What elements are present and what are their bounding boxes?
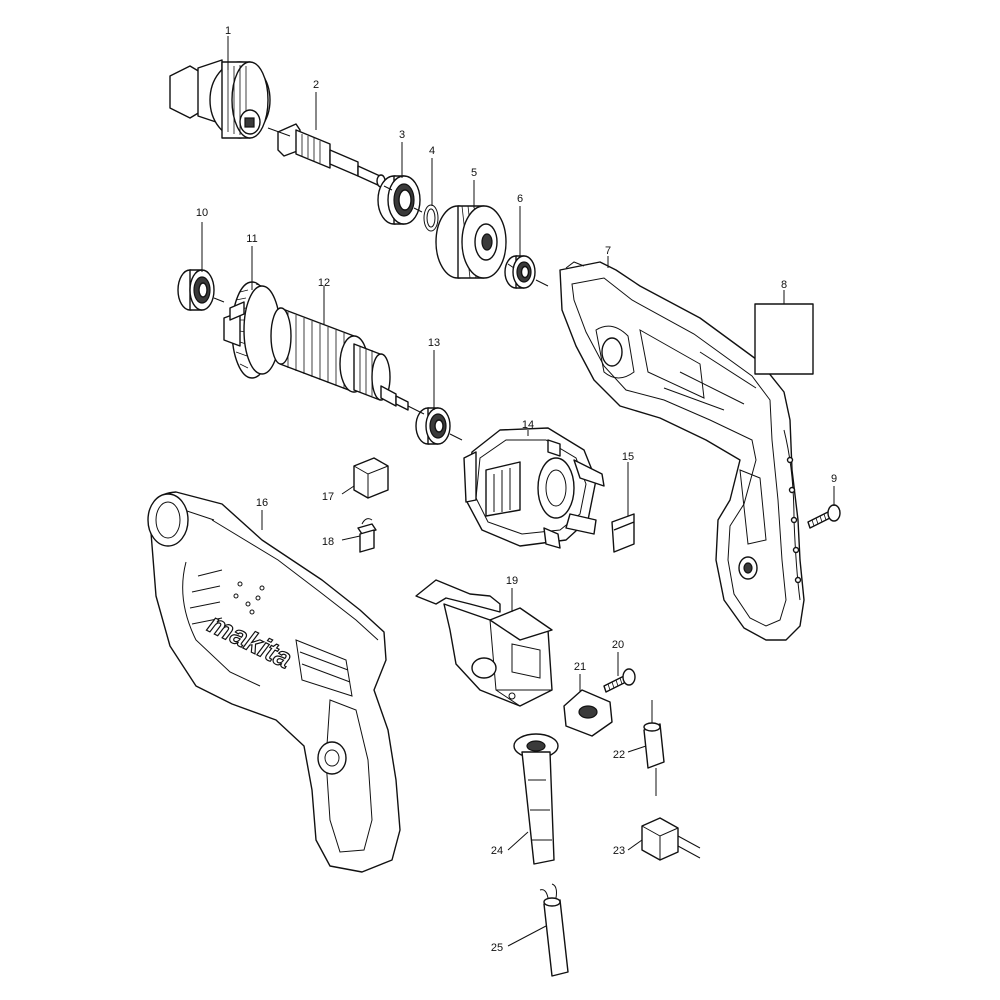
part-5-helical-gear (435, 205, 507, 279)
part-25-power-cord (539, 883, 569, 977)
part-16-housing-makita: makita (147, 491, 401, 873)
callout-13: 13 (428, 337, 440, 349)
callout-25: 25 (491, 942, 503, 954)
callout-20: 20 (612, 639, 624, 651)
callout-18: 18 (322, 536, 334, 548)
assembly-axis-motor (213, 297, 463, 441)
callout-4: 4 (429, 145, 435, 157)
part-14-field-stator (463, 427, 605, 549)
callout-7: 7 (605, 245, 611, 257)
callout-3: 3 (399, 129, 405, 141)
part-18-carbon-brush (357, 518, 377, 553)
callout-14: 14 (522, 419, 534, 431)
leader-lines (201, 36, 835, 947)
part-2-spindle (277, 123, 386, 188)
part-11-fan (223, 281, 281, 379)
callout-19: 19 (506, 575, 518, 587)
callout-21: 21 (574, 661, 586, 673)
callout-24: 24 (491, 845, 503, 857)
assembly-axis-upper (267, 127, 549, 287)
part-7-housing-half (559, 261, 805, 641)
callout-16: 16 (256, 497, 268, 509)
callout-12: 12 (318, 277, 330, 289)
callout-15: 15 (622, 451, 634, 463)
part-12-armature (270, 307, 409, 411)
callout-22: 22 (613, 749, 625, 761)
part-22-noise-suppressor (643, 700, 665, 796)
part-19-switch (415, 579, 553, 707)
part-10-ball-bearing (177, 269, 215, 311)
part-24-cord-guard (513, 733, 559, 865)
callout-labels: 1 2 3 4 5 6 7 8 9 10 11 12 13 14 15 16 1… (196, 25, 837, 954)
part-4-retaining-ring (423, 204, 439, 232)
callout-17: 17 (322, 491, 334, 503)
callout-1: 1 (225, 25, 231, 37)
part-9-screw (807, 504, 841, 529)
part-21-strain-relief (563, 689, 613, 737)
callout-9: 9 (831, 473, 837, 485)
callout-6: 6 (517, 193, 523, 205)
part-1-drill-chuck (169, 59, 271, 139)
part-17-brush-holder (353, 457, 389, 499)
part-8-nameplate (754, 303, 814, 375)
part-23-capacitor (641, 817, 701, 861)
callout-2: 2 (313, 79, 319, 91)
part-13-ball-bearing (415, 407, 451, 445)
part-3-ball-bearing (377, 175, 421, 225)
part-20-screw (603, 668, 636, 693)
callout-10: 10 (196, 207, 208, 219)
callout-5: 5 (471, 167, 477, 179)
callout-8: 8 (781, 279, 787, 291)
part-6-ball-bearing (504, 255, 536, 289)
callout-23: 23 (613, 845, 625, 857)
callout-11: 11 (246, 233, 257, 245)
part-15-clip (611, 513, 635, 553)
